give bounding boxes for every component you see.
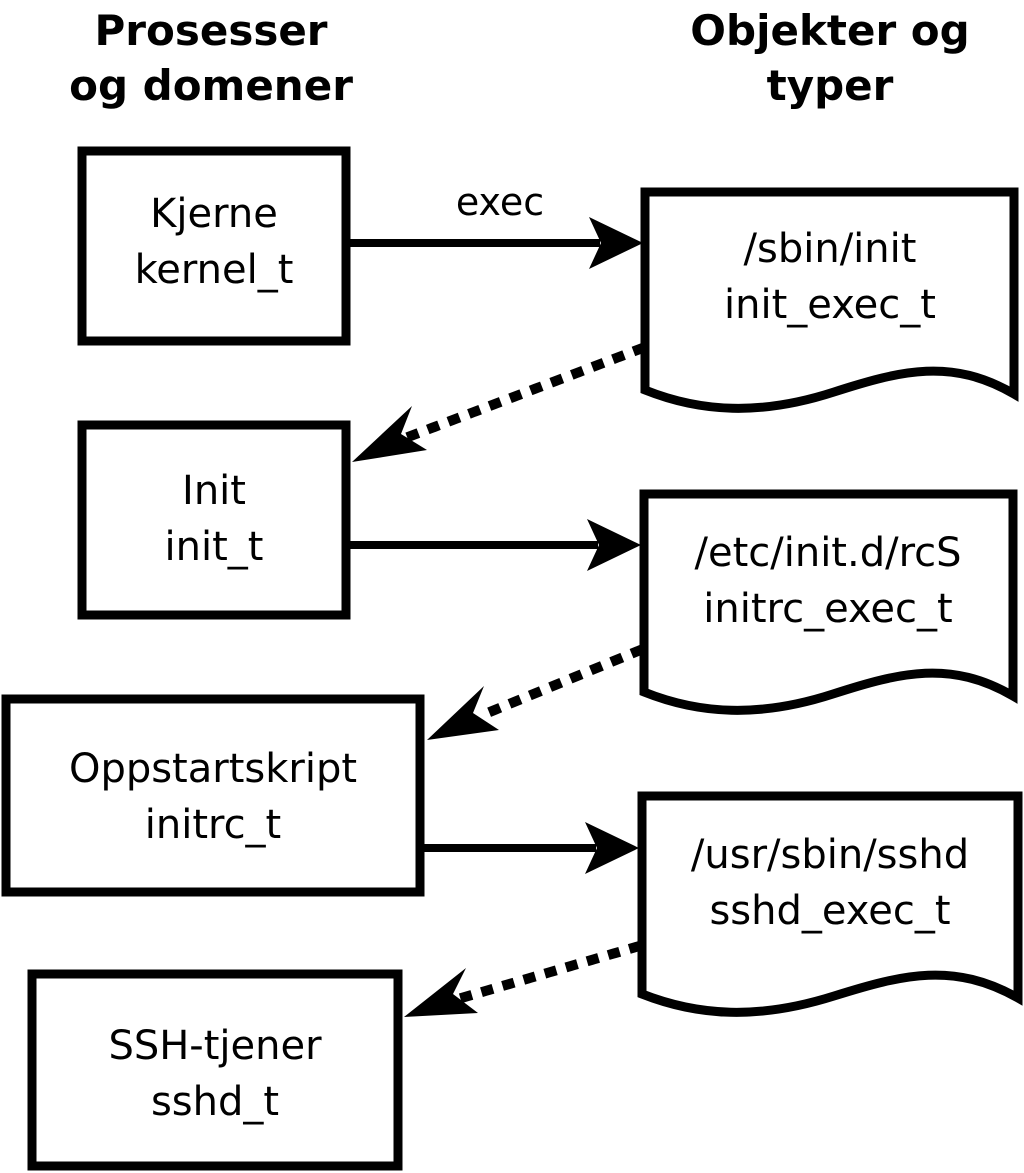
edge-sshd-exec-t-transition-sshd — [404, 940, 643, 1017]
edge-kernel-exec-sbin-init: exec — [350, 180, 643, 269]
node-sbin-init[interactable]: /sbin/init init_exec_t — [640, 187, 1019, 413]
node-etc-initd-rcs-line2: initrc_exec_t — [703, 586, 952, 632]
node-init[interactable]: Init init_t — [77, 420, 351, 620]
edge-transition-sshd-arrowhead — [404, 968, 478, 1017]
node-initrc-line1: Oppstartskript — [69, 746, 357, 792]
edge-transition-initrc-arrowhead — [427, 686, 499, 740]
node-sshd[interactable]: SSH-tjener sshd_t — [27, 969, 403, 1171]
edge-kernel-exec-arrowhead — [589, 217, 643, 269]
node-kernel-box[interactable] — [77, 146, 351, 346]
node-init-line1: Init — [182, 468, 246, 514]
node-sbin-init-line1: /sbin/init — [744, 226, 917, 272]
node-initrc-box[interactable] — [1, 694, 425, 897]
node-sshd-line2: sshd_t — [151, 1079, 279, 1125]
node-usr-sbin-sshd-line1: /usr/sbin/sshd — [691, 832, 969, 878]
node-sshd-line1: SSH-tjener — [108, 1023, 322, 1069]
node-etc-initd-rcs[interactable]: /etc/init.d/rcS initrc_exec_t — [639, 489, 1018, 715]
node-init-line2: init_t — [165, 524, 264, 570]
node-usr-sbin-sshd-line2: sshd_exec_t — [709, 888, 950, 934]
node-sshd-box[interactable] — [27, 969, 403, 1171]
column-header-objects: Objekter og typer — [690, 6, 969, 110]
column-header-processes-line1: Prosesser — [94, 6, 327, 55]
node-usr-sbin-sshd-document-shape[interactable] — [637, 791, 1023, 1017]
edge-transition-sshd-line — [451, 940, 643, 1006]
edge-initrc-exec-sshd — [424, 822, 639, 874]
edge-transition-initrc-line — [473, 644, 645, 723]
node-etc-initd-rcs-line1: /etc/init.d/rcS — [694, 530, 961, 576]
edge-transition-init-line — [401, 342, 647, 444]
node-sbin-init-document-shape[interactable] — [640, 187, 1019, 413]
node-kernel-line1: Kjerne — [150, 191, 278, 237]
node-kernel[interactable]: Kjerne kernel_t — [77, 146, 351, 346]
node-sbin-init-line2: init_exec_t — [724, 282, 936, 328]
edge-init-exec-t-transition-init — [352, 342, 647, 462]
edge-initrc-exec-t-transition-initrc — [427, 644, 645, 740]
edge-label-exec: exec — [456, 180, 544, 224]
node-initrc[interactable]: Oppstartskript initrc_t — [1, 694, 425, 897]
node-initrc-line2: initrc_t — [145, 802, 282, 848]
edge-init-exec-rcs — [350, 519, 641, 571]
column-header-processes-line2: og domener — [69, 61, 353, 110]
node-usr-sbin-sshd[interactable]: /usr/sbin/sshd sshd_exec_t — [637, 791, 1023, 1017]
node-etc-initd-rcs-document-shape[interactable] — [639, 489, 1018, 715]
column-header-processes: Prosesser og domener — [69, 6, 353, 110]
node-kernel-line2: kernel_t — [135, 247, 294, 293]
edge-init-exec-arrowhead — [587, 519, 641, 571]
edge-transition-init-arrowhead — [352, 406, 427, 462]
node-init-box[interactable] — [77, 420, 351, 620]
edge-initrc-exec-arrowhead — [585, 822, 639, 874]
column-header-objects-line2: typer — [767, 61, 894, 110]
column-header-objects-line1: Objekter og — [690, 6, 969, 55]
